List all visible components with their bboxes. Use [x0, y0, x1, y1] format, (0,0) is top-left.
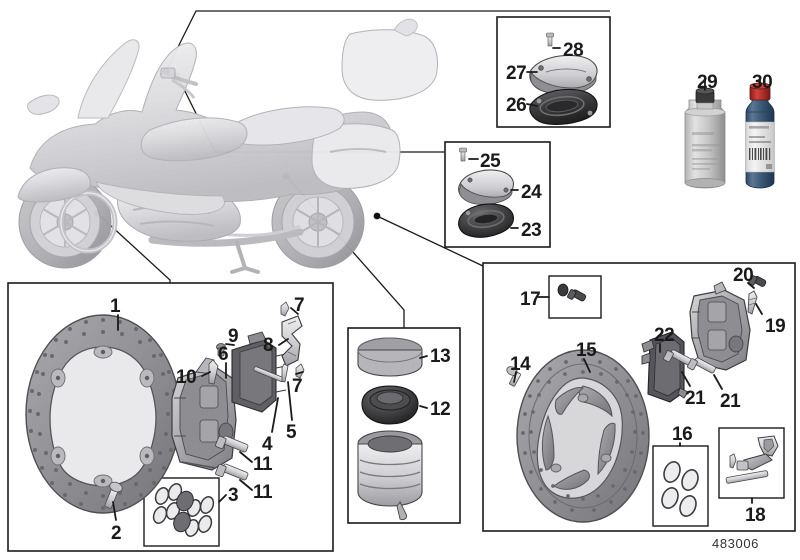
rear-disc-drill-holes	[521, 358, 645, 512]
reservoir-outlet	[396, 501, 407, 521]
handlebar-assembly	[160, 67, 198, 99]
callout-12-reservoir-diaphragm: 12	[430, 399, 451, 420]
part-10-bleed-screw-detail	[208, 359, 219, 385]
part-21-caliper-bolt-left	[663, 349, 692, 366]
callout-11-caliper-bolt-lower: 11	[253, 482, 273, 503]
windscreen	[77, 39, 140, 119]
callout-19-bleed-screw-rear: 19	[765, 316, 786, 337]
callout-14-rear-disc-screw: 14	[510, 354, 531, 375]
disc-vanes	[541, 385, 616, 490]
part-28-screw	[546, 32, 554, 47]
callout-11-caliper-bolt-upper: 11	[253, 454, 273, 475]
callout-30-brake-cleaner-bottle: 30	[752, 72, 773, 93]
disc-drill-holes	[28, 318, 178, 510]
callout-26-front-reservoir-gasket: 26	[506, 95, 527, 116]
part-25-screw	[459, 147, 467, 162]
part-27-cover	[529, 54, 598, 95]
tank	[140, 117, 248, 162]
callout-17-bleeder-hardware: 17	[520, 289, 541, 310]
center-stand	[230, 241, 260, 274]
bottle-label-text	[749, 126, 771, 143]
front-fender	[17, 167, 91, 203]
leader-rear-brake	[376, 215, 484, 267]
callout-7-spring-clip-top: 7	[294, 295, 305, 316]
callout-5-cotter-pin: 5	[286, 422, 297, 443]
callout-28-front-cover-screw: 28	[563, 40, 584, 61]
part-15-rear-brake-disc	[516, 349, 650, 523]
part-13-reservoir-cover	[357, 337, 423, 377]
callout-21-caliper-bolt-left: 21	[685, 388, 706, 409]
part-29-brake-fluid-can	[684, 87, 726, 189]
part-7-clip-upper	[280, 301, 290, 317]
callout-25-rear-cover-screw: 25	[480, 151, 501, 172]
callout-22-rear-brake-pads: 22	[654, 325, 675, 346]
callout-4-pad-retaining-pin: 4	[262, 434, 273, 455]
part-24-cover	[458, 169, 515, 205]
callout-10-bleed-screw: 10	[176, 367, 197, 388]
part-9-bleeder-cap	[216, 343, 226, 357]
callout-3-front-seal-kit: 3	[228, 485, 239, 506]
part-1-front-brake-disc	[25, 314, 181, 514]
part-rear-caliper	[689, 281, 751, 371]
reservoir-body	[357, 430, 423, 521]
part-11-caliper-bolt-lower	[215, 463, 249, 481]
callout-27-front-reservoir-cover: 27	[506, 63, 527, 84]
part-21-caliper-bolt-right	[687, 357, 716, 374]
callout-7-spring-clip-bottom: 7	[292, 376, 303, 397]
callout-1-front-brake-disc: 1	[110, 296, 121, 317]
part-16-rear-seal-kit	[661, 461, 699, 517]
barcode	[749, 148, 771, 160]
side-case	[311, 123, 401, 189]
part-2-disc-screw	[104, 481, 123, 509]
leader-front-brake	[96, 212, 171, 283]
callout-18-rear-bracket-kit: 18	[745, 505, 766, 526]
part-5-cotter-pin	[281, 363, 289, 383]
rear-disc-bosses	[550, 393, 612, 473]
motorcycle-illustration	[17, 18, 438, 274]
part-3-seal-kit	[152, 483, 215, 537]
part-20-bleeder-cap-rear	[748, 275, 767, 287]
exhaust	[148, 228, 304, 247]
callout-9-bleeder-cap: 9	[228, 326, 239, 347]
part-11-caliper-bolt-upper	[215, 435, 249, 453]
callout-8-pad-spring: 8	[263, 335, 274, 356]
part-18-bracket-kit	[725, 435, 779, 484]
callout-6-front-brake-pads: 6	[218, 344, 229, 365]
part-6-front-brake-pads	[231, 331, 287, 413]
part-12-reservoir-diaphragm	[361, 385, 419, 425]
callout-29-brake-fluid-can: 29	[697, 72, 718, 93]
part-30-brake-cleaner-bottle	[745, 82, 775, 189]
part-17-bleeder-hardware	[557, 283, 587, 302]
top-case	[341, 29, 438, 101]
callout-20-bleeder-cap-rear: 20	[733, 265, 754, 286]
callout-15-rear-brake-disc: 15	[576, 340, 597, 361]
callout-24-rear-reservoir-cover: 24	[521, 182, 542, 203]
callout-16-rear-seal-kit: 16	[672, 424, 693, 445]
rear-reservoir-parts	[458, 147, 515, 238]
diagram-id: 483006	[712, 536, 759, 551]
front-reservoir-parts	[529, 32, 598, 125]
callout-21-caliper-bolt-right: 21	[720, 391, 741, 412]
callout-13-reservoir-cover: 13	[430, 346, 451, 367]
part-8-pad-spring	[281, 315, 303, 367]
part-23-gasket	[458, 203, 515, 238]
rear-wheel	[271, 175, 365, 269]
can-label-text	[692, 132, 720, 170]
callout-23-rear-reservoir-gasket: 23	[521, 220, 542, 241]
part-19-bleed-screw-rear	[747, 290, 758, 315]
panel-frames	[7, 16, 796, 552]
mirror	[27, 94, 60, 115]
callout-2-disc-screw: 2	[111, 523, 122, 544]
part-26-gasket	[529, 88, 598, 125]
disc-boss-holes	[55, 349, 150, 484]
